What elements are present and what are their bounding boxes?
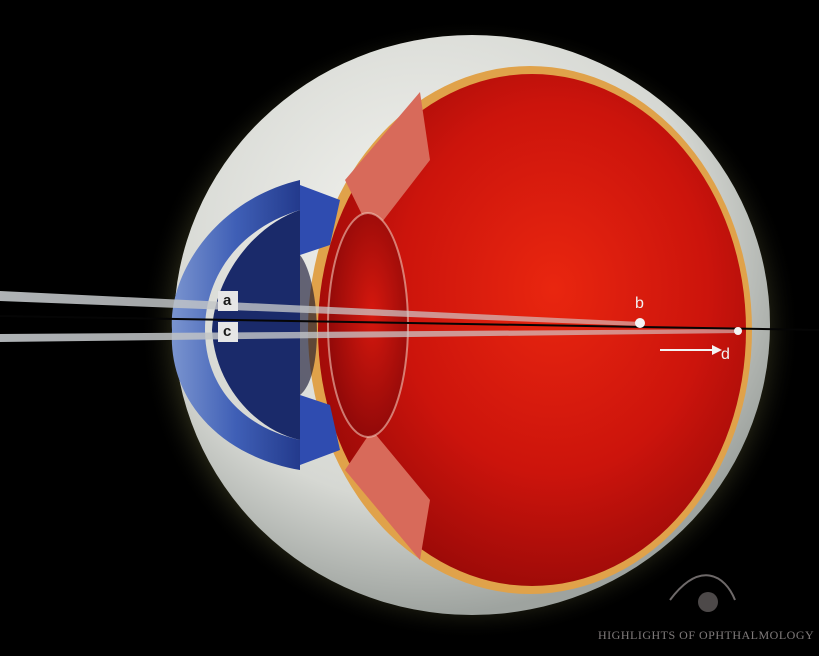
label-d: d bbox=[721, 347, 730, 363]
focal-point-d bbox=[734, 327, 742, 335]
watermark-text: HIGHLIGHTS OF OPHTHALMOLOGY bbox=[598, 628, 814, 643]
label-c: c bbox=[223, 324, 231, 339]
watermark-logo-eye bbox=[698, 592, 718, 612]
label-a: a bbox=[223, 293, 231, 308]
label-b: b bbox=[635, 296, 644, 312]
focal-point-b bbox=[635, 318, 645, 328]
